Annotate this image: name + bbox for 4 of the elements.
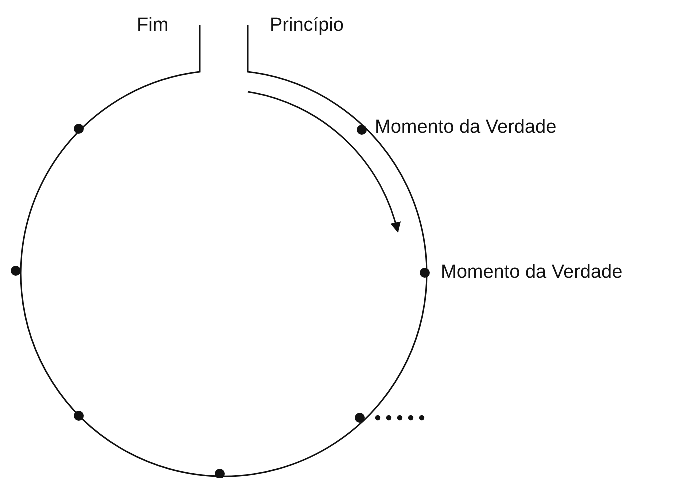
moment-label: Momento da Verdade bbox=[375, 117, 557, 139]
moment-label: Momento da Verdade bbox=[441, 262, 623, 284]
start-label: Princípio bbox=[270, 15, 344, 37]
end-label: Fim bbox=[137, 15, 169, 37]
